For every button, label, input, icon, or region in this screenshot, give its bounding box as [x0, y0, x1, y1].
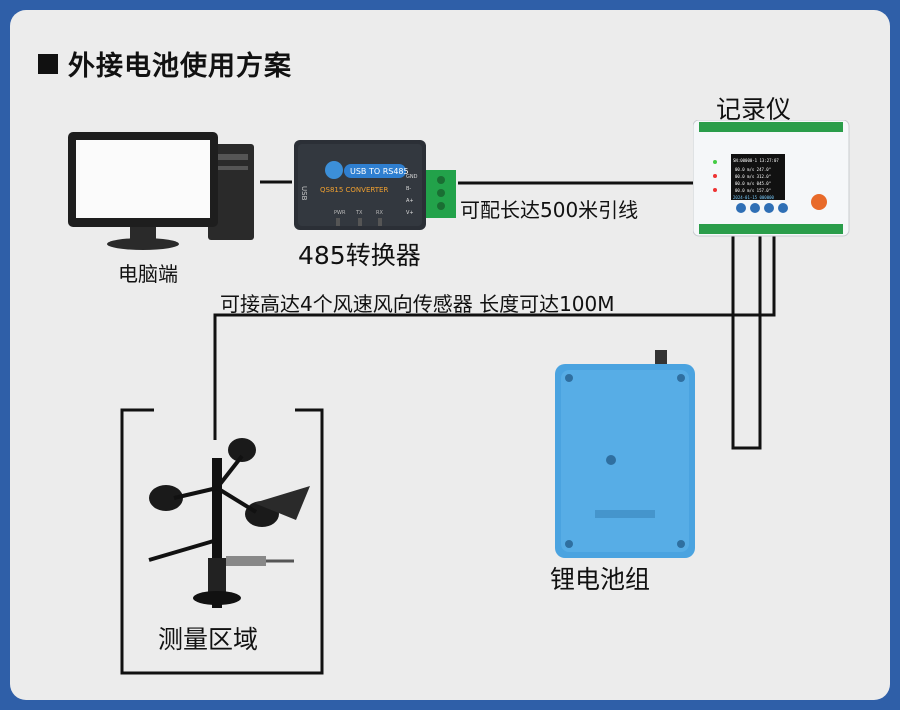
recorder-screen-row: 00.0 m/s 157.0°: [735, 188, 771, 193]
diagram-panel: 外接电池使用方案 电脑端 USB TO RS485 QS815 CONVERTE…: [10, 10, 890, 700]
converter-usb-text: USB TO RS485: [350, 167, 409, 176]
measure-area-label: 测量区域: [158, 625, 259, 654]
sensor-capacity-label: 可接高达4个风速风向传感器 长度可达100M: [220, 292, 615, 316]
title-text: 外接电池使用方案: [68, 51, 292, 82]
recorder-screen-header: SN:00000-1 13:27:07: [733, 158, 779, 163]
converter-led-label: PWR: [334, 210, 346, 216]
converter-pins: GND B- A+ V+: [406, 174, 418, 216]
recorder-label: 记录仪: [716, 95, 792, 124]
converter-led-label: RX: [376, 210, 383, 216]
recorder-screen-row: 00.0 m/s 312.0°: [735, 174, 771, 179]
computer-label: 电脑端: [118, 262, 178, 286]
recorder-icon: SN:00000-1 13:27:07 00.0 m/s 247.0° 00.0…: [693, 120, 850, 237]
converter-leds: PWR TX RX: [334, 210, 383, 226]
recorder-screen-row: 00.0 m/s 045.0°: [735, 181, 771, 186]
converter-icon: USB TO RS485 QS815 CONVERTER USB PWR TX …: [294, 140, 456, 230]
converter-led-label: TX: [355, 210, 363, 216]
converter-pin-label: GND: [406, 174, 418, 180]
title-bullet-icon: [38, 53, 58, 74]
battery-icon: [555, 350, 695, 558]
converter-pin-label: V+: [406, 210, 414, 216]
converter-pin-label: B-: [406, 186, 411, 192]
recorder-screen-row: 00.0 m/s 247.0°: [735, 167, 771, 172]
cable-length-label: 可配长达500米引线: [460, 198, 639, 222]
computer-icon: [68, 132, 254, 250]
converter-side-text: USB: [300, 186, 308, 201]
recorder-screen-footer: 2024-01-15 000000: [733, 195, 775, 200]
battery-label: 锂电池组: [550, 565, 651, 594]
converter-model-text: QS815 CONVERTER: [320, 186, 388, 194]
converter-pin-label: A+: [406, 198, 414, 204]
connection-wires: [120, 180, 776, 675]
converter-label: 485转换器: [298, 241, 421, 270]
diagram-title: 外接电池使用方案: [38, 44, 292, 83]
anemometer-icon: [148, 438, 310, 608]
